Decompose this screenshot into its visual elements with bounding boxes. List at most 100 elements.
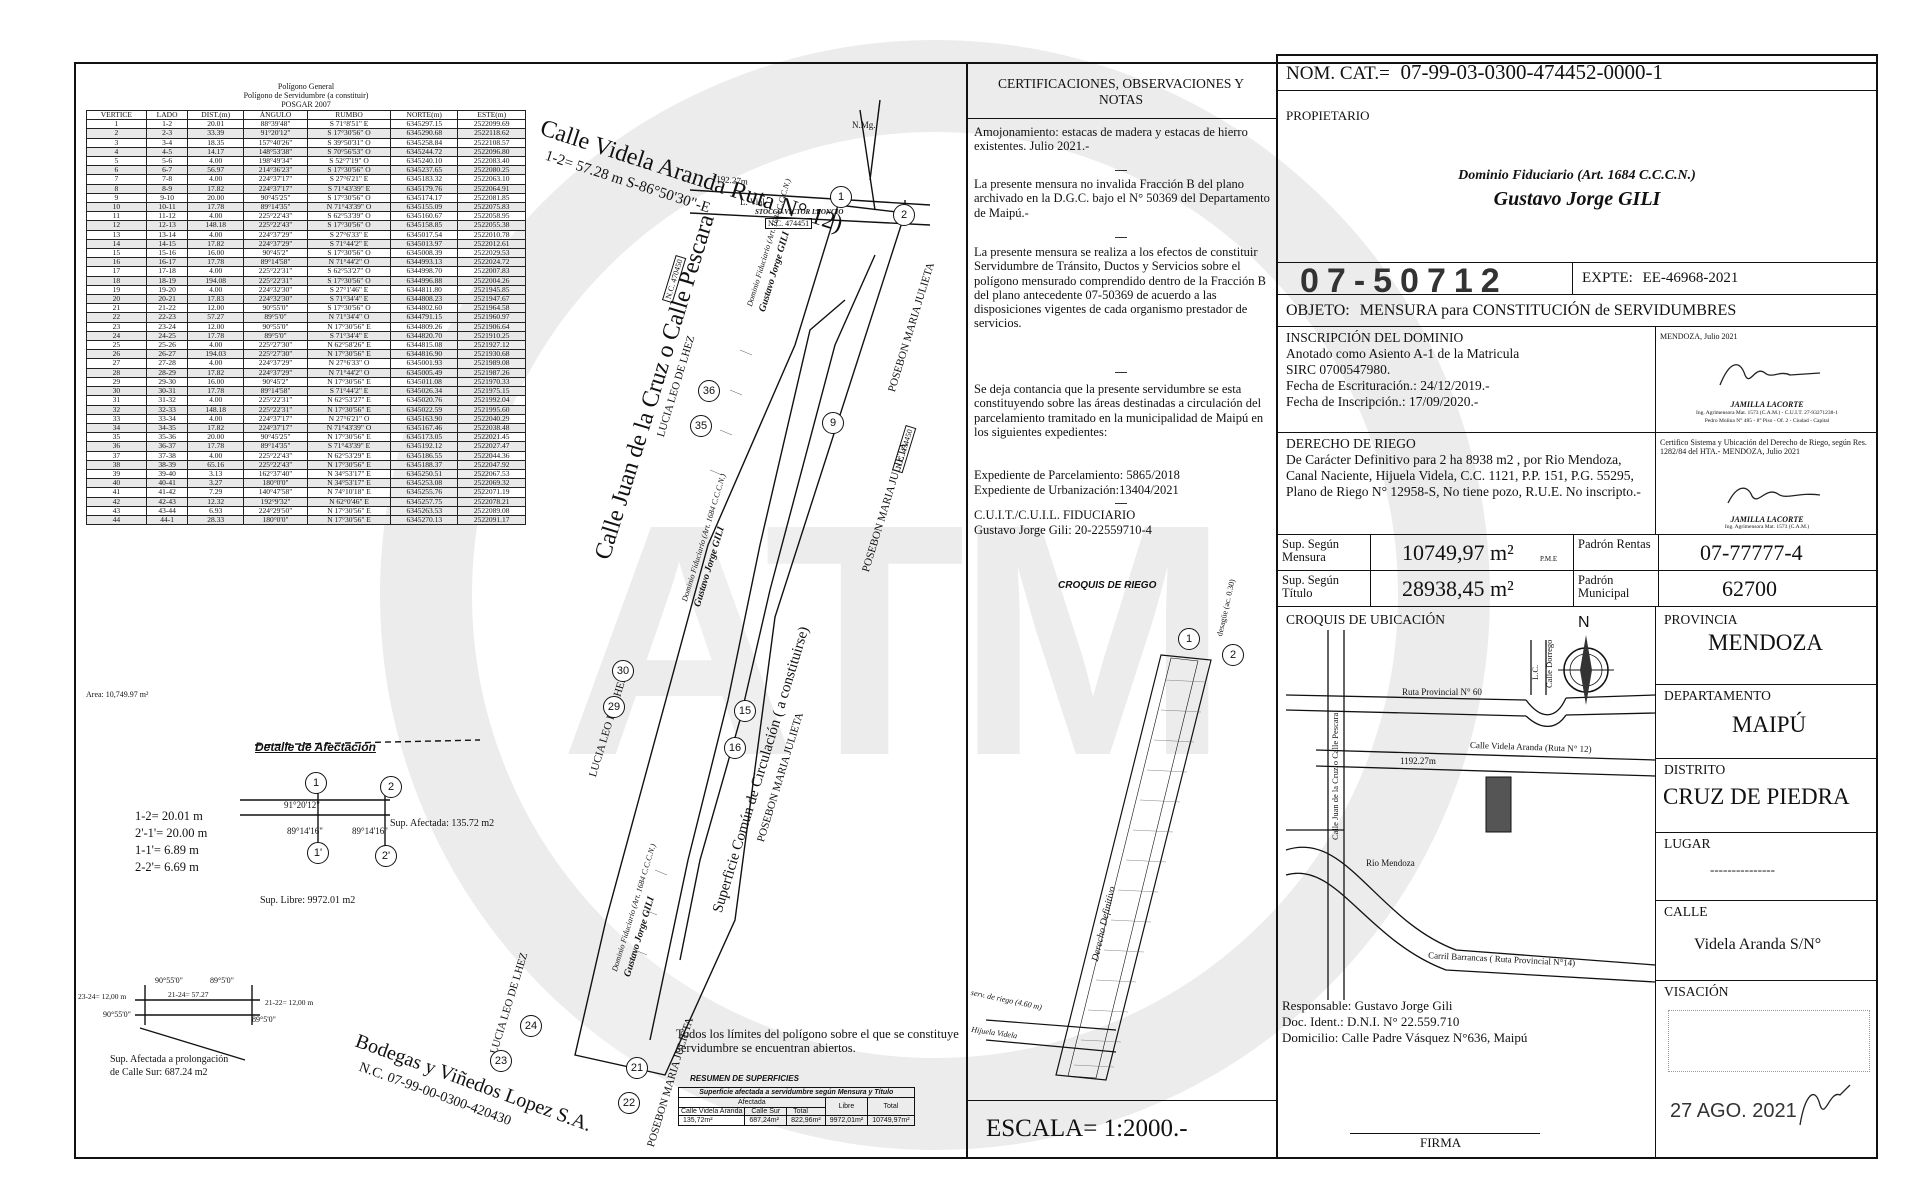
divider bbox=[1276, 534, 1878, 535]
table-cell: 224°37'29" bbox=[242, 367, 309, 378]
table-cell: 192°9'32" bbox=[242, 496, 309, 507]
table-cell: 89°5'0" bbox=[242, 330, 309, 342]
table-title-1: Polígono General bbox=[277, 82, 335, 91]
table-cell: 6345297.15 bbox=[390, 119, 459, 130]
table-cell: 6345263.53 bbox=[390, 505, 459, 516]
divider bbox=[1276, 294, 1878, 295]
limits-note: Todos los límites del polígono sobre el … bbox=[676, 1027, 959, 1055]
table-cell: 2521970.33 bbox=[457, 376, 526, 388]
table-cell: 6345244.72 bbox=[390, 146, 459, 158]
divider bbox=[1655, 832, 1878, 833]
table-header-cell: NORTE(m) bbox=[390, 109, 459, 121]
detalle-sup-libre: Sup. Libre: 9972.01 m2 bbox=[260, 895, 356, 906]
table-cell: 6345158.85 bbox=[390, 220, 459, 231]
plan-drawing bbox=[135, 99, 931, 1076]
table-cell: 6345253.08 bbox=[390, 478, 459, 489]
table-cell: 224°37'29" bbox=[242, 238, 309, 250]
table-cell: 43 bbox=[86, 505, 147, 516]
table-cell: 2522038.48 bbox=[457, 422, 526, 434]
vertex-marker: 9 bbox=[822, 412, 844, 434]
table-cell: 90°55'0" bbox=[242, 321, 309, 332]
table-cell: 2522067.53 bbox=[457, 468, 526, 480]
note-servidumbre: La presente mensura se realiza a los efe… bbox=[974, 245, 1266, 331]
table-cell: 225°22'43" bbox=[242, 211, 309, 222]
table-cell: 2521910.25 bbox=[457, 330, 526, 342]
table-cell: 6344993.13 bbox=[390, 257, 459, 268]
notes-header: CERTIFICACIONES, OBSERVACIONES Y NOTAS bbox=[997, 76, 1244, 107]
table-cell: 27 bbox=[86, 358, 147, 369]
table-cell: 6345011.08 bbox=[390, 376, 459, 388]
notes-column bbox=[966, 62, 1276, 1159]
calle-label: CALLE bbox=[1664, 904, 1708, 919]
provincia-label: PROVINCIA bbox=[1664, 612, 1738, 627]
table-cell: 225°22'31" bbox=[242, 275, 309, 286]
table-cell: 6344802.60 bbox=[390, 303, 459, 314]
table-cell: 22 bbox=[86, 312, 147, 323]
table-cell: 2522080.25 bbox=[457, 165, 526, 176]
detalle-vertex-2p: 2' bbox=[375, 845, 397, 867]
prof1-name: JAMILLA LACORTE bbox=[1730, 400, 1804, 409]
table-cell: 157°40'26" bbox=[242, 137, 309, 148]
divider bbox=[1655, 900, 1878, 901]
table-cell: 2521906.64 bbox=[457, 321, 526, 332]
table-cell: 224°29'50" bbox=[242, 505, 309, 516]
table-cell: 88°39'48" bbox=[242, 119, 309, 130]
table-header-cell: VERTICE bbox=[86, 109, 147, 121]
table-cell: 30 bbox=[86, 386, 147, 397]
table-cell: 6345290.68 bbox=[390, 128, 459, 139]
table-cell: 2522044.36 bbox=[457, 450, 526, 461]
sup-prolong-1: Sup. Afectada a prolongación bbox=[110, 1054, 229, 1065]
table-cell: 198°49'34" bbox=[242, 156, 309, 167]
cuit-value: Gustavo Jorge Gili: 20-22559710-4 bbox=[974, 523, 1152, 537]
departamento-value: MAIPÚ bbox=[1732, 712, 1807, 737]
vertex-marker: 36 bbox=[698, 380, 720, 402]
nom-cat-row: NOM. CAT.= 07-99-03-0300-474452-0000-1 bbox=[1286, 60, 1664, 84]
departamento-label: DEPARTAMENTO bbox=[1664, 688, 1771, 703]
detalle-angle-3: 89°14'16" bbox=[352, 826, 388, 836]
table-cell: 6345250.51 bbox=[390, 468, 459, 480]
map-ruta60: Ruta Provincial N° 60 bbox=[1402, 687, 1482, 697]
table-cell: 225°22'43" bbox=[242, 450, 309, 461]
table-cell: 90°45'2" bbox=[242, 376, 309, 388]
table-cell: 2522091.17 bbox=[457, 514, 526, 526]
table-title-2: Polígono de Servidumbre (a constituir) bbox=[243, 91, 369, 100]
table-cell: 2522012.61 bbox=[457, 238, 526, 250]
separator bbox=[1115, 372, 1127, 373]
table-cell: 6345026.34 bbox=[390, 386, 459, 397]
derecho-riego-block: DERECHO DE RIEGO De Carácter Definitivo … bbox=[1286, 436, 1641, 499]
table-cell: 90°45'2" bbox=[242, 248, 309, 259]
riego-vertex-2: 2 bbox=[1222, 644, 1244, 666]
table-cell: 9 bbox=[86, 192, 147, 204]
table-cell: 2522010.78 bbox=[457, 229, 526, 240]
vertex-marker: 24 bbox=[520, 1015, 542, 1037]
cert-riego: Certifico Sistema y Ubicación del Derech… bbox=[1660, 438, 1867, 456]
table-cell: 6345257.75 bbox=[390, 496, 459, 507]
pme-label: P.M.E bbox=[1540, 555, 1558, 563]
dominio-label: Dominio Fiduciario (Art. 1684 C.C.C.N.) bbox=[1458, 168, 1696, 183]
prof1-detail: Ing. Agrimensora Mat. 1573 (C.A.M.) - C.… bbox=[1696, 410, 1838, 416]
expte-row: EXPTE: EE-46968-2021 bbox=[1582, 270, 1739, 286]
table-cell: 2521964.58 bbox=[457, 303, 526, 314]
table-cell: 6345017.54 bbox=[390, 229, 459, 240]
table-cell: 6345188.37 bbox=[390, 459, 459, 470]
sup-mensura-value: 10749,97 m² bbox=[1402, 540, 1514, 565]
divider bbox=[1276, 432, 1878, 433]
detalle-angle-1: 91°20'12" bbox=[284, 800, 320, 810]
table-cell: 225°22'31" bbox=[242, 404, 309, 415]
table-cell: 225°22'31" bbox=[242, 395, 309, 406]
visacion-date-stamp: 27 AGO. 2021 bbox=[1670, 1100, 1797, 1122]
detalle-vertex-2: 2 bbox=[380, 776, 402, 798]
lugar-value: --------------- bbox=[1710, 862, 1775, 877]
table-cell: 36 bbox=[86, 441, 147, 452]
table-cell: 2 bbox=[86, 128, 147, 139]
